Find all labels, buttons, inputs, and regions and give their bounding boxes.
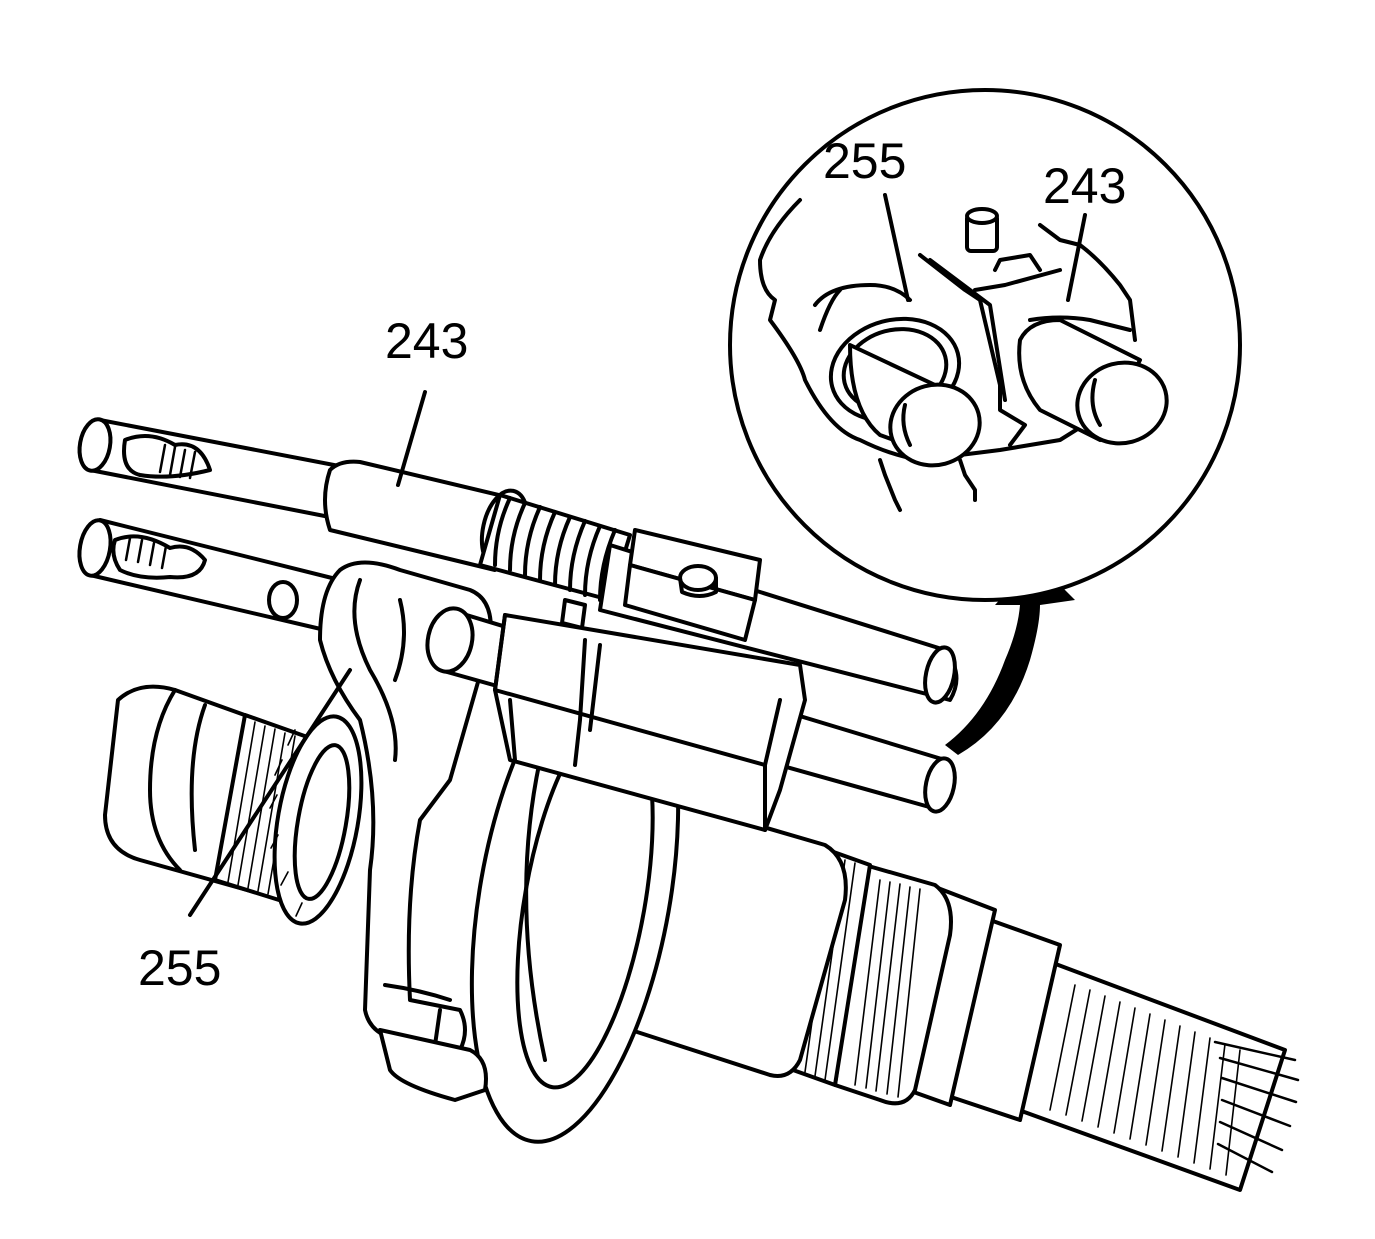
shift-rail-lower [77, 518, 342, 632]
detail-inset [728, 88, 1242, 602]
shift-block [425, 528, 957, 832]
leader-inset-255 [883, 193, 910, 302]
callout-inset-255: 255 [823, 133, 906, 189]
shift-fork-255 [318, 560, 493, 1102]
leader-main-255 [188, 668, 352, 917]
input-shaft [103, 684, 364, 926]
callout-main-255: 255 [138, 940, 221, 996]
leader-main-243 [396, 390, 427, 487]
output-shaft [583, 773, 1300, 1192]
leader-inset-243 [1066, 213, 1087, 302]
shift-rail-upper [77, 417, 362, 522]
leader-lines [188, 193, 1087, 917]
curved-arrow [945, 560, 1075, 755]
callout-inset-243: 243 [1043, 158, 1126, 214]
callout-main-243: 243 [385, 313, 468, 369]
